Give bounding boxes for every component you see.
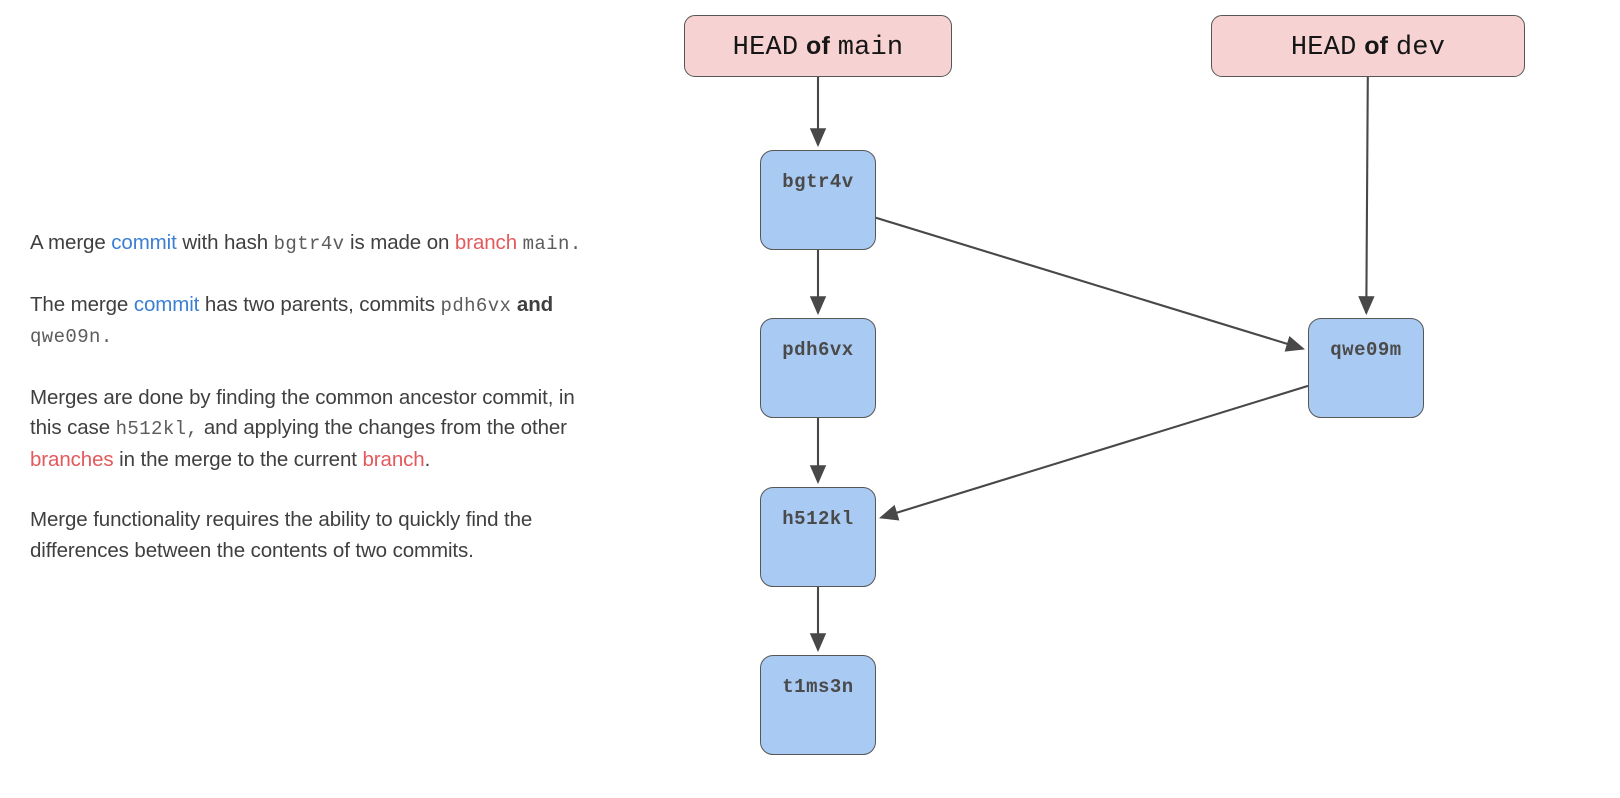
commit-hash-label: pdh6vx: [782, 339, 854, 361]
paragraph-two-parents: The merge commit has two parents, commit…: [30, 290, 590, 353]
head-keyword: HEAD: [732, 32, 799, 63]
inline-hash: bgtr4v: [273, 233, 345, 255]
head-of-main-box[interactable]: HEAD of main: [684, 15, 952, 77]
keyword-branch: branch: [454, 231, 518, 254]
head-label: HEAD of dev: [1291, 30, 1445, 63]
head-of-word: of: [806, 31, 830, 60]
paragraph-common-ancestor: Merges are done by finding the common an…: [30, 383, 590, 476]
commit-node-pdh6vx[interactable]: pdh6vx: [760, 318, 876, 418]
inline-hash: .: [100, 326, 113, 348]
edge-bgtr4v-to-qwe09m: [875, 216, 1306, 352]
inline-hash: pdh6vx: [440, 294, 512, 317]
commit-hash-label: t1ms3n: [782, 676, 854, 698]
inline-text: The merge: [30, 292, 134, 316]
head-of-word: of: [1364, 31, 1389, 60]
inline-text: has two parents, commits: [199, 292, 441, 316]
explanation-text-panel: A merge commit with hash bgtr4v is made …: [30, 228, 590, 566]
head-keyword: HEAD: [1290, 32, 1357, 63]
inline-text: and applying the changes from the other: [198, 416, 567, 439]
head-branch-name: dev: [1395, 32, 1446, 63]
commit-hash-label: bgtr4v: [782, 171, 854, 193]
keyword-commit: commit: [133, 292, 200, 316]
edge-head-dev-to-qwe09m: [1358, 76, 1375, 316]
edge-qwe09m-to-h512kl: [878, 384, 1309, 521]
inline-bold: and: [511, 292, 554, 316]
keyword-branch: branches: [30, 447, 114, 471]
inline-text: is made on: [344, 231, 455, 254]
inline-hash: main: [522, 233, 570, 255]
commit-hash-label: qwe09m: [1330, 339, 1402, 361]
head-branch-name: main: [837, 32, 904, 63]
keyword-branch: branch: [362, 447, 425, 471]
paragraph-merge-commit-intro: A merge commit with hash bgtr4v is made …: [30, 228, 590, 260]
inline-text: A merge: [30, 231, 112, 254]
commit-hash-label: h512kl: [782, 508, 854, 530]
commit-node-h512kl[interactable]: h512kl: [760, 487, 876, 587]
inline-text: Merge functionality requires the ability…: [30, 508, 533, 562]
head-label: HEAD of main: [733, 30, 904, 63]
keyword-commit: commit: [111, 231, 177, 254]
inline-text: Merges are done by finding the common an…: [30, 385, 575, 440]
commit-node-bgtr4v[interactable]: bgtr4v: [760, 150, 876, 250]
paragraph-diff-requirement: Merge functionality requires the ability…: [30, 505, 590, 566]
head-of-dev-box[interactable]: HEAD of dev: [1211, 15, 1525, 77]
inline-hash: qwe09n: [30, 326, 101, 348]
commit-node-t1ms3n[interactable]: t1ms3n: [760, 655, 876, 755]
inline-text: in the merge to the current: [113, 447, 363, 471]
inline-text: .: [424, 447, 431, 471]
commit-node-qwe09m[interactable]: qwe09m: [1308, 318, 1424, 418]
inline-hash: .: [569, 233, 582, 255]
inline-hash: h512kl,: [115, 418, 199, 440]
inline-text: with hash: [176, 231, 274, 254]
